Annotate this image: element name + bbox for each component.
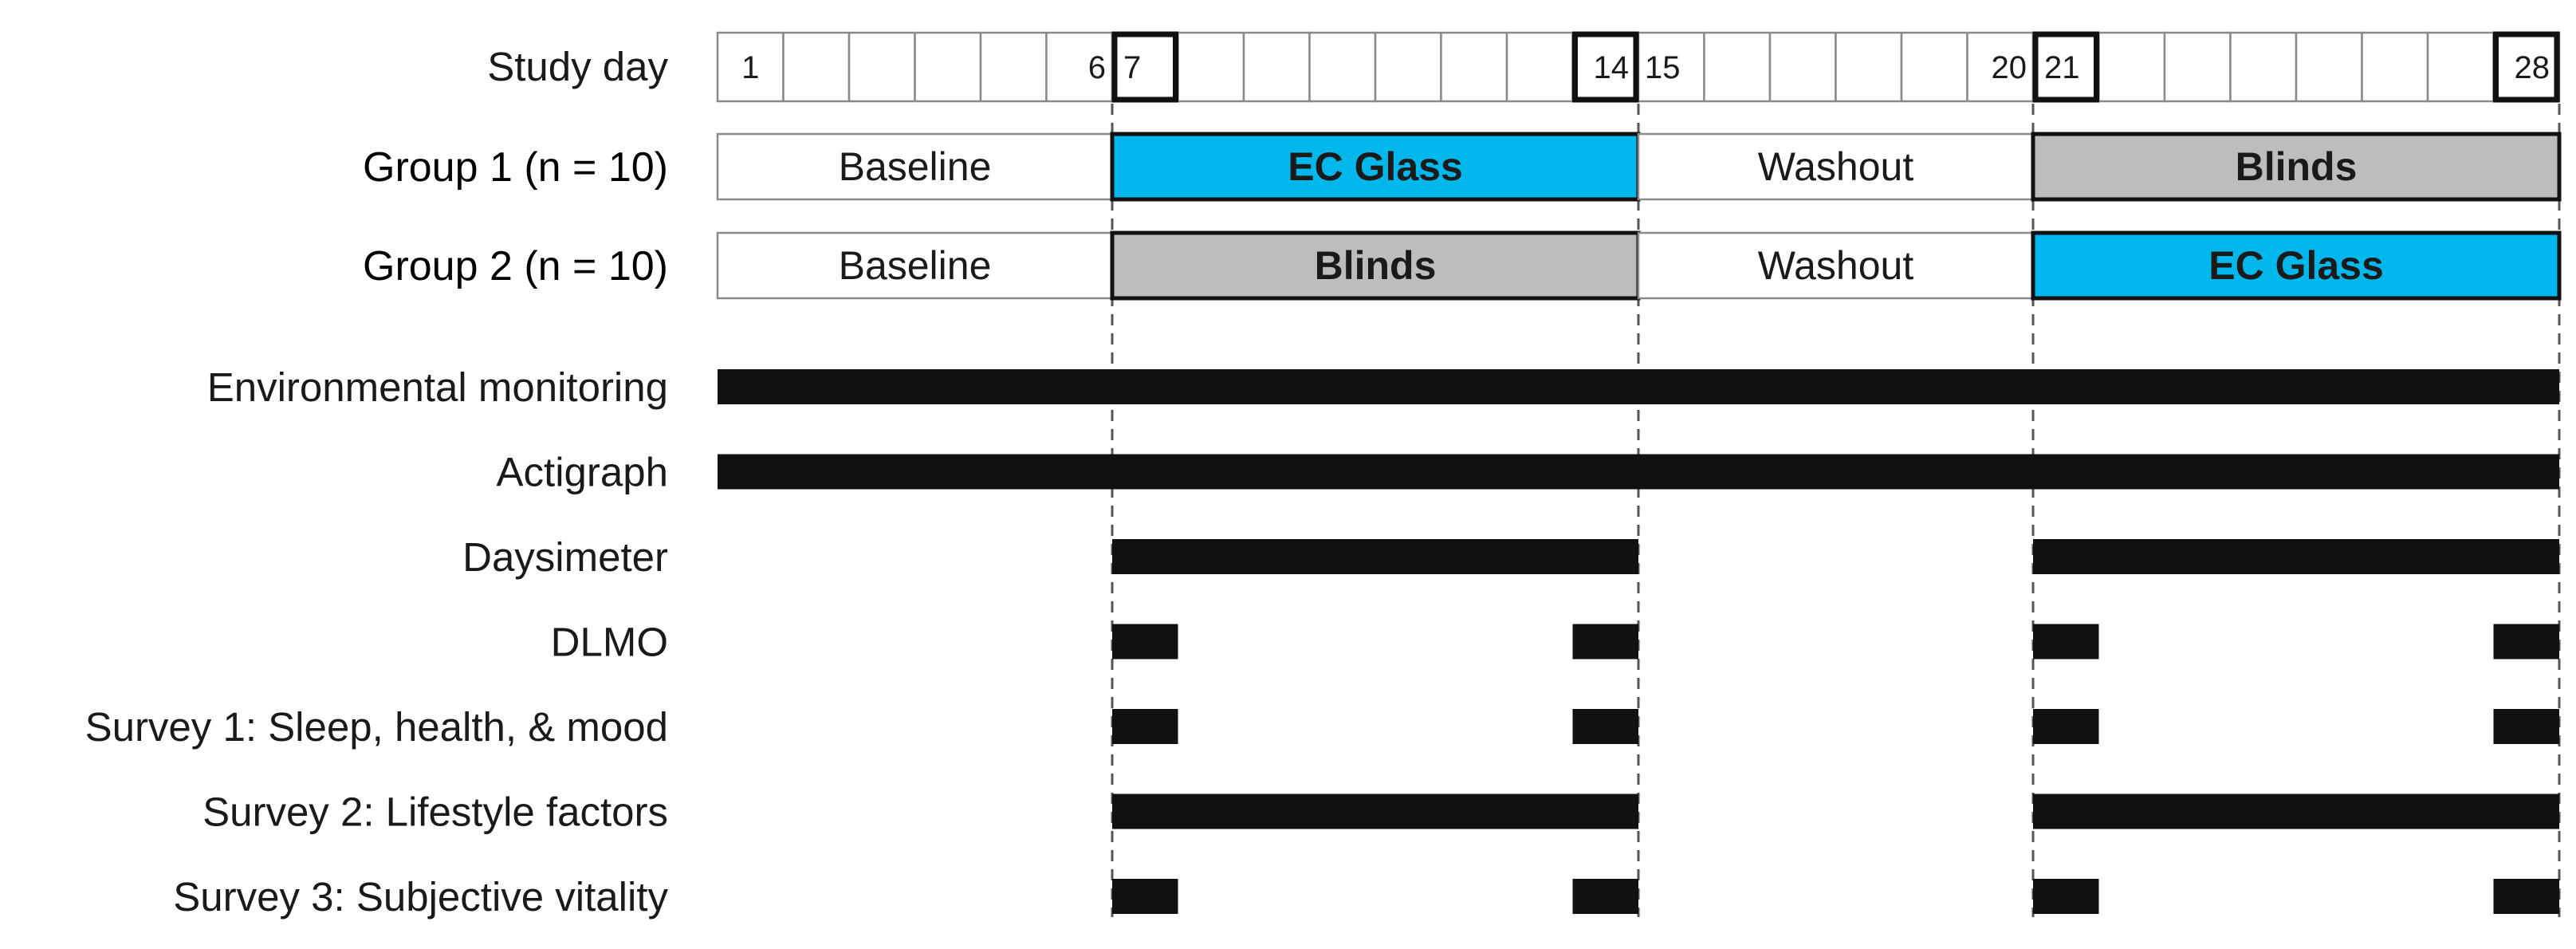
measure-bar-segment <box>1112 624 1178 660</box>
measure-bar-segment <box>1112 539 1638 574</box>
highlighted-day-cell <box>2493 31 2560 103</box>
phase-plain-box <box>1637 231 2035 300</box>
measure-bar-segment <box>1112 709 1178 744</box>
measure-label: DLMO <box>551 620 668 665</box>
measure-label: Survey 1: Sleep, health, & mood <box>85 704 668 750</box>
study-day-cell <box>979 31 1048 103</box>
study-day-number: 21 <box>2044 50 2080 85</box>
study-day-number: 28 <box>2515 50 2550 85</box>
measure-label: Environmental monitoring <box>207 364 668 410</box>
measure-label: Survey 2: Lifestyle factors <box>203 790 668 835</box>
highlighted-day-cell <box>1111 31 1178 103</box>
study-day-cell <box>1045 31 1114 103</box>
study-day-cell <box>1177 31 1245 103</box>
phase-label: Baseline <box>839 243 992 288</box>
measure-bar-segment <box>2493 879 2559 914</box>
study-day-number: 7 <box>1123 50 1141 85</box>
phase-ec-box <box>2031 230 2562 301</box>
study-day-cell <box>716 31 785 103</box>
measure-label: Actigraph <box>497 450 668 495</box>
measure-bar-segment <box>1572 624 1638 660</box>
group-label: Group 1 (n = 10) <box>363 144 668 191</box>
measure-bar-segment <box>1572 879 1638 914</box>
study-day-number: 15 <box>1645 50 1681 85</box>
study-day-cell <box>1111 31 1179 103</box>
study-day-cell <box>2361 31 2429 103</box>
measurement-rows: Environmental monitoringActigraphDaysime… <box>85 364 2559 919</box>
measure-bar-segment <box>2033 624 2099 660</box>
study-day-cell <box>1374 31 1442 103</box>
measure-bar-segment <box>2493 624 2559 660</box>
measure-label: Survey 3: Subjective vitality <box>173 874 668 919</box>
highlighted-day-cell <box>2032 31 2099 103</box>
study-day-cell <box>2163 31 2232 103</box>
measure-bar-segment <box>2033 879 2099 914</box>
phase-plain-box <box>716 132 1114 201</box>
study-day-cell <box>914 31 982 103</box>
phase-plain-box <box>716 231 1114 300</box>
study-day-cell <box>2426 31 2495 103</box>
measure-bar-segment <box>2033 709 2099 744</box>
highlighted-day-cell <box>1572 31 1639 103</box>
measure-bar-segment <box>2033 793 2559 829</box>
study-day-cell <box>1308 31 1377 103</box>
measure-bar-segment <box>718 454 2559 490</box>
measure-bar-segment <box>2033 539 2559 574</box>
study-day-cell <box>1703 31 1772 103</box>
study-day-label: Study day <box>487 44 668 89</box>
study-day-cell <box>1505 31 1574 103</box>
measure-bar-segment <box>1112 793 1638 829</box>
phase-label: Washout <box>1758 144 1914 189</box>
study-day-cell <box>1242 31 1311 103</box>
study-day-cell <box>1900 31 1968 103</box>
study-day-number: 14 <box>1594 50 1630 85</box>
phase-plain-box <box>1637 132 2035 201</box>
phase-label: Blinds <box>1315 243 1437 288</box>
study-day-cell <box>782 31 851 103</box>
phase-label: Baseline <box>839 144 992 189</box>
study-day-cell <box>2098 31 2166 103</box>
study-day-cell <box>2295 31 2363 103</box>
phase-label: Washout <box>1758 243 1914 288</box>
study-day-cell <box>1835 31 1903 103</box>
study-day-number: 1 <box>741 50 759 85</box>
study-day-cell <box>1768 31 1837 103</box>
phase-blinds-box <box>2031 132 2562 202</box>
study-day-cell <box>848 31 916 103</box>
phase-label: Blinds <box>2236 144 2358 189</box>
measure-bar-segment <box>1572 709 1638 744</box>
phase-label: EC Glass <box>1288 144 1463 189</box>
measure-bar-segment <box>1112 879 1178 914</box>
phase-label: EC Glass <box>2208 243 2384 288</box>
group-label: Group 2 (n = 10) <box>363 243 668 289</box>
measure-bar-segment <box>718 369 2559 404</box>
study-day-cell <box>1440 31 1508 103</box>
study-day-cell <box>2229 31 2298 103</box>
study-day-number: 6 <box>1088 50 1106 85</box>
study-day-number: 20 <box>1992 50 2027 85</box>
measure-bar-segment <box>2493 709 2559 744</box>
measure-label: Daysimeter <box>462 534 668 580</box>
